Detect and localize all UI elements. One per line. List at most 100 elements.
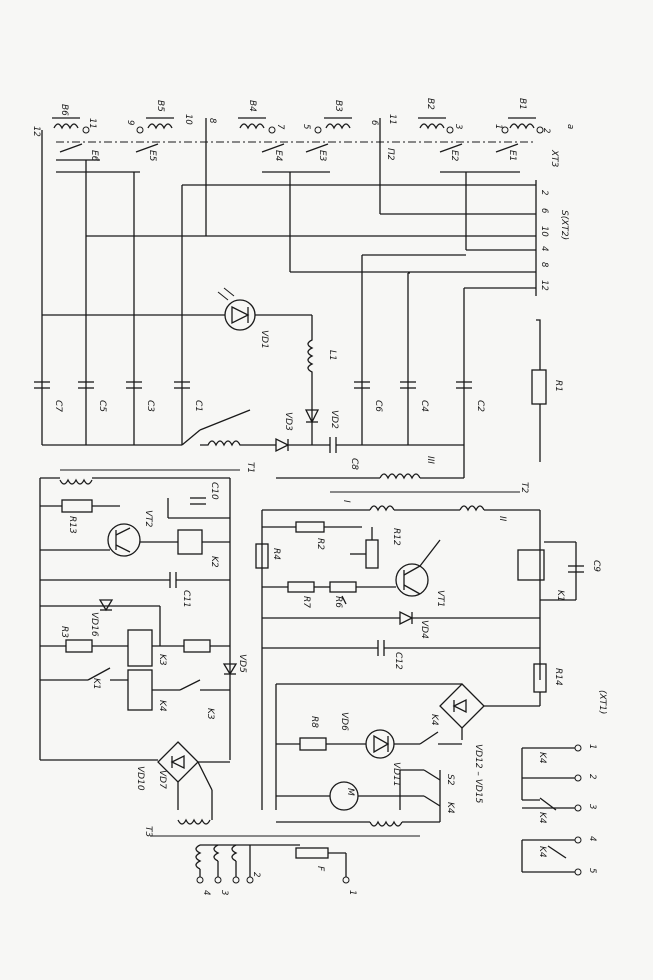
- pin-9: 9: [125, 120, 135, 125]
- mains-pin-4: 4: [201, 890, 211, 895]
- mains-pin-1: 1: [347, 890, 357, 895]
- label-b6: В6: [59, 104, 69, 116]
- sensor-switches: [56, 143, 520, 173]
- xt1-pin-1: 1: [587, 744, 597, 749]
- label-e5: E5: [147, 150, 157, 162]
- label-k4-left: K4: [157, 700, 167, 712]
- label-xt2: S(XT2): [559, 210, 569, 240]
- label-c7: C7: [53, 400, 63, 412]
- label-r3: R3: [59, 626, 69, 638]
- xt1-pin-4: 4: [587, 836, 597, 841]
- xt2-pin-12: 12: [539, 280, 549, 291]
- label-e2: E2: [449, 150, 459, 162]
- pin-10: 10: [183, 114, 193, 125]
- label-s2: S2: [445, 774, 455, 786]
- label-b1: В1: [517, 98, 527, 110]
- label-t1: T1: [245, 462, 255, 473]
- label-p2: П2: [385, 148, 395, 161]
- label-t2: T2: [519, 482, 529, 493]
- label-t3: T3: [143, 826, 153, 837]
- label-e1: E1: [507, 150, 517, 161]
- label-vd4: VD4: [419, 620, 429, 639]
- mains-pin-3: 3: [219, 890, 229, 895]
- label-c1: C1: [193, 400, 203, 412]
- label-r6: R6: [333, 596, 343, 608]
- label-vd5: VD5: [237, 654, 247, 673]
- label-k1-right: K1: [555, 590, 565, 602]
- pin-1: 1: [493, 124, 503, 129]
- label-b3: В3: [333, 100, 343, 112]
- right-control-circuit: [255, 505, 584, 827]
- resistor-r1: [531, 369, 547, 405]
- diode-vd3: [275, 437, 290, 453]
- pin-2: 2: [541, 128, 551, 133]
- coil-b5: [146, 117, 174, 130]
- label-vd2: VD2: [329, 410, 339, 429]
- label-m: M: [345, 788, 355, 796]
- label-vd3: VD3: [283, 412, 293, 431]
- label-k2: K2: [209, 556, 219, 568]
- label-ii: II: [497, 516, 507, 522]
- label-k4-right: K4: [429, 714, 439, 726]
- label-c10: C10: [209, 482, 219, 500]
- label-r2: R2: [315, 538, 325, 550]
- label-l1: L1: [327, 350, 337, 361]
- label-c11: C11: [181, 590, 191, 608]
- xt2-pin-4: 4: [539, 246, 549, 251]
- label-c9: C9: [591, 560, 601, 572]
- label-e4: E4: [273, 150, 283, 162]
- xt1-pin-5: 5: [587, 868, 597, 873]
- pin-11a: 11: [87, 118, 97, 129]
- xt1-contact-k4-3: K4: [537, 846, 547, 858]
- coil-b6: [52, 117, 80, 130]
- label-vt1: VT1: [435, 590, 445, 607]
- pin-8: 8: [207, 118, 217, 124]
- label-b5: В5: [155, 100, 165, 112]
- label-vt2: VT2: [143, 510, 153, 528]
- xt1-contact-k4-2: K4: [537, 812, 547, 824]
- label-c3: C3: [145, 400, 155, 412]
- label-c6: C6: [373, 400, 383, 412]
- label-vd6: VD6: [339, 712, 349, 731]
- label-k4b: K4: [445, 802, 455, 814]
- label-k3: K3: [157, 654, 167, 666]
- led-vd1: [217, 287, 256, 331]
- capacitors-top: [34, 381, 472, 389]
- label-vd16: VD16: [89, 612, 99, 637]
- label-r14: R14: [553, 668, 563, 686]
- xt2-pin-8: 8: [539, 262, 549, 268]
- label-b2: В2: [425, 98, 435, 110]
- coil-b1: [508, 117, 536, 130]
- mains-pin-2: 2: [251, 872, 261, 877]
- xt1-pin-3: 3: [587, 804, 597, 809]
- label-r12: R12: [391, 528, 401, 546]
- label-c4: C4: [419, 400, 429, 412]
- xt2-pin-6: 6: [539, 208, 549, 214]
- label-xt3: XT3: [549, 149, 559, 168]
- pin-a: a: [565, 124, 575, 129]
- coil-b3: [324, 117, 352, 130]
- label-vd12-15: VD12 – VD15: [473, 744, 483, 804]
- coil-b2: [418, 117, 446, 130]
- label-k1-left: K1: [91, 678, 101, 690]
- inductor-l1: [307, 315, 314, 400]
- label-r1: R1: [553, 380, 563, 392]
- xt1-pin-2: 2: [587, 774, 597, 779]
- label-fuse: F: [315, 866, 325, 872]
- xt2-pin-10: 10: [539, 226, 549, 237]
- pin-6: 6: [369, 120, 379, 126]
- xt2-connections: [86, 184, 536, 289]
- coil-b4: [238, 117, 266, 130]
- pin-3: 3: [453, 124, 463, 129]
- label-b4: В4: [247, 100, 257, 112]
- label-k3b: K3: [205, 708, 215, 720]
- r1-lead: [536, 319, 541, 370]
- winding-iii: [379, 473, 421, 480]
- label-vd1: VD1: [259, 330, 269, 349]
- label-xt1: (XT1): [597, 690, 607, 714]
- label-e3: E3: [317, 150, 327, 162]
- label-c2: C2: [475, 400, 485, 412]
- winding-t1: [200, 440, 260, 447]
- xt1-contact-k4-1: K4: [537, 752, 547, 764]
